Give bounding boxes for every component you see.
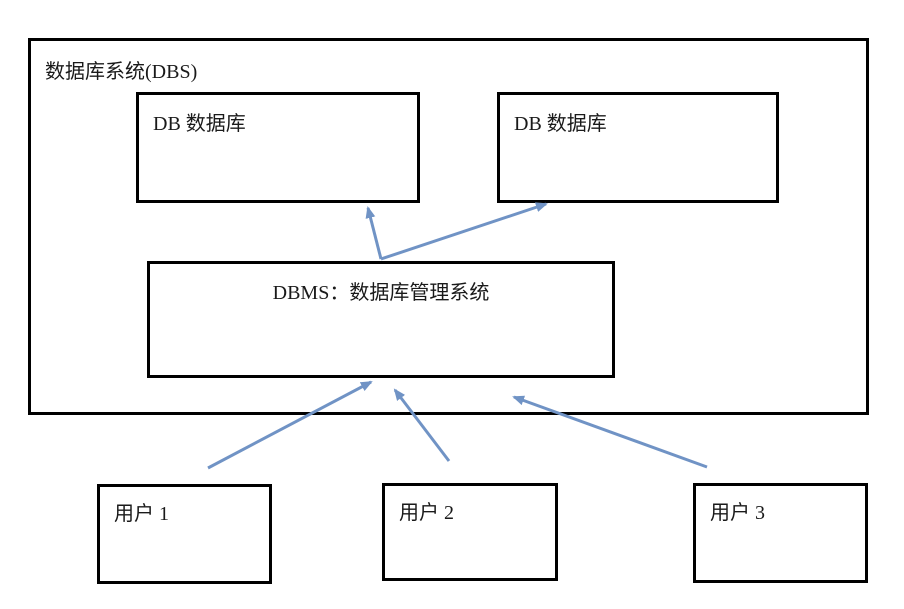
user3-label: 用户 3 (710, 502, 765, 524)
dbms-label: DBMS：数据库管理系统 (272, 282, 490, 304)
user2-box: 用户 2 (382, 483, 558, 581)
db2-label: DB 数据库 (514, 113, 607, 135)
user2-label: 用户 2 (399, 502, 454, 524)
user3-box: 用户 3 (693, 483, 868, 583)
dbms-box: DBMS：数据库管理系统 (147, 261, 615, 378)
user1-label: 用户 1 (114, 503, 169, 525)
db1-label: DB 数据库 (153, 113, 246, 135)
db2-box: DB 数据库 (497, 92, 779, 203)
user1-box: 用户 1 (97, 484, 272, 584)
dbs-title: 数据库系统(DBS) (45, 61, 198, 83)
db1-box: DB 数据库 (136, 92, 420, 203)
